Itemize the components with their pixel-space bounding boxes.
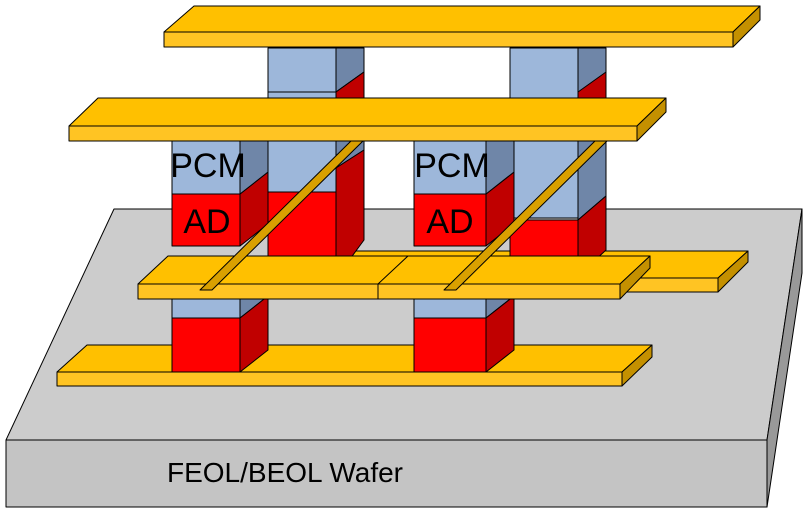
ad-label-right: AD	[426, 203, 473, 241]
pcm-label-left: PCM	[170, 147, 246, 185]
middle-electrode-left	[137, 139, 409, 300]
ad-label-left: AD	[183, 203, 230, 241]
wafer-top-face	[5, 208, 803, 441]
wafer-label: FEOL/BEOL Wafer	[167, 457, 403, 488]
wafer-front-face	[5, 439, 768, 508]
bottom-electrode-front	[56, 344, 653, 387]
front-pillar-right	[413, 119, 515, 373]
top-electrode-front	[68, 97, 667, 142]
top-electrode-back	[163, 5, 761, 48]
pcm-label-right: PCM	[414, 147, 490, 185]
